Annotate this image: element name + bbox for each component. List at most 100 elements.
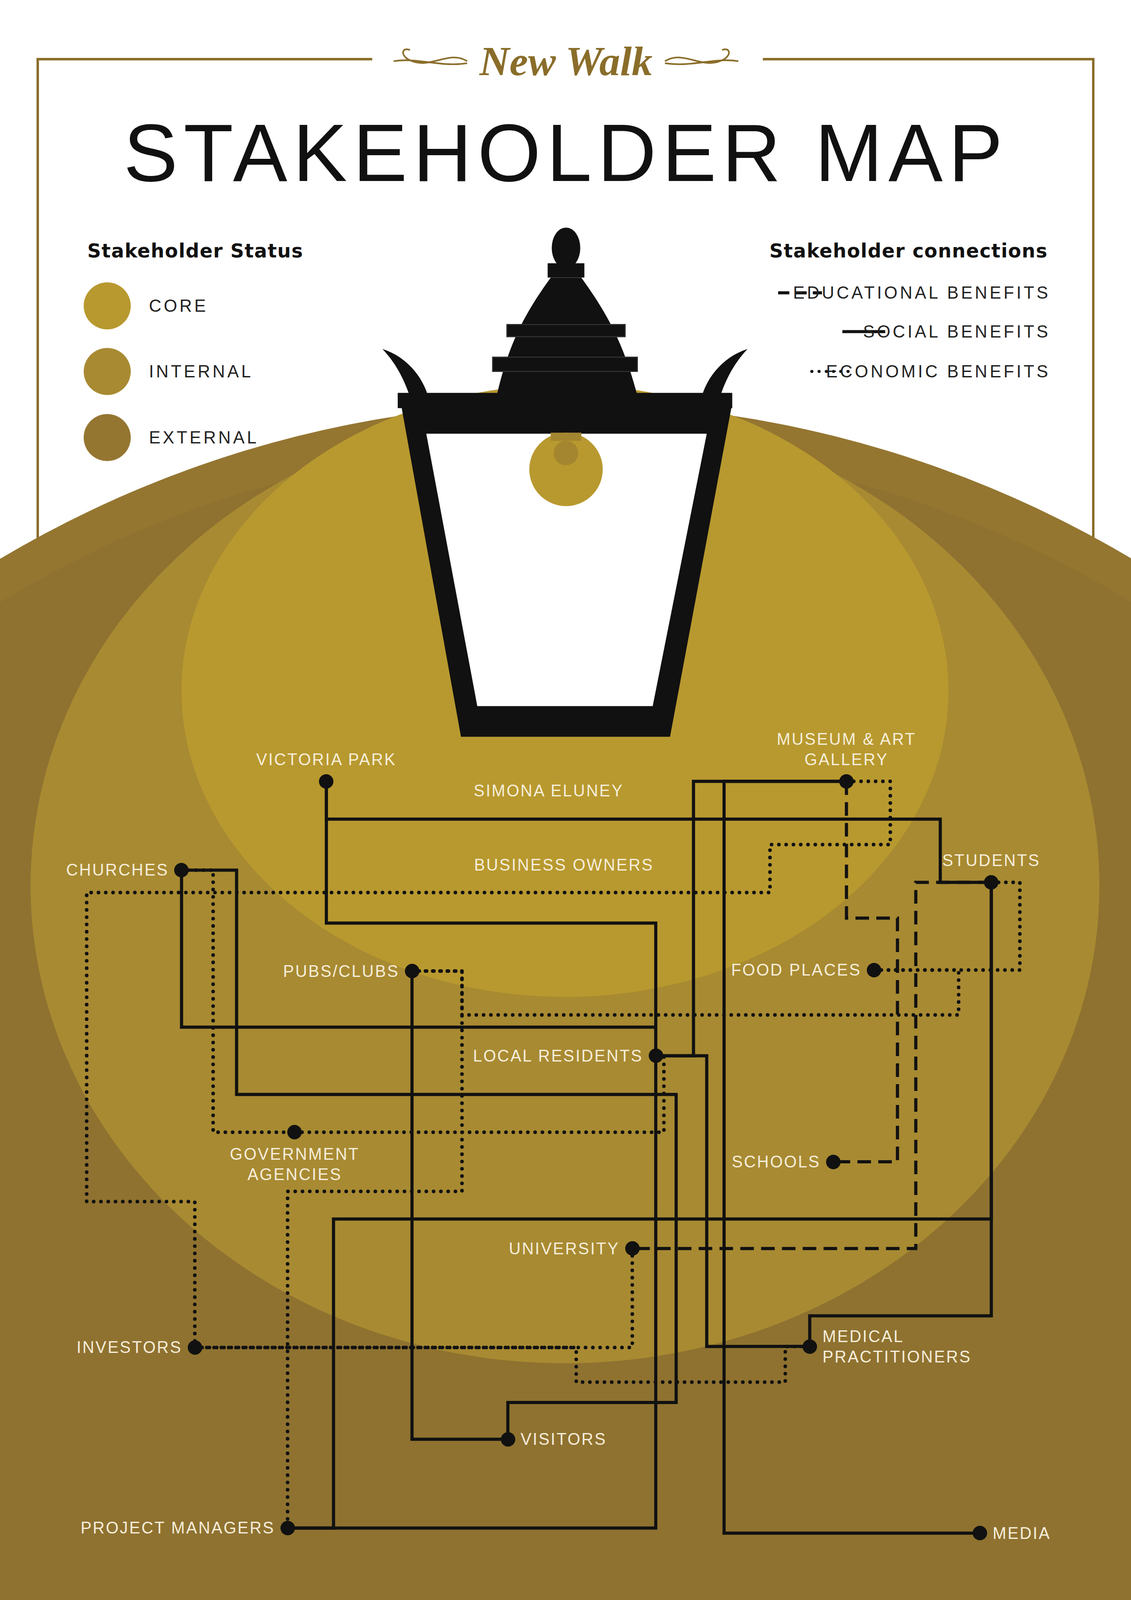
stakeholder-node: STUDENTS	[942, 850, 1041, 890]
stakeholder-name: GOVERNMENT AGENCIES	[194, 1143, 395, 1185]
connector	[194, 1248, 633, 1348]
flourish-right	[665, 49, 739, 65]
node-text-group: MEDICAL PRACTITIONERS	[822, 1325, 1022, 1367]
economic-link	[294, 1055, 665, 1132]
connector	[724, 781, 981, 1533]
connection-dot	[866, 962, 882, 978]
legend-text: EXTERNAL	[148, 428, 259, 447]
node-text-group: STUDENTS	[942, 850, 1041, 871]
stakeholder-name: SIMONA ELUNEY	[473, 780, 624, 801]
lamp-finial	[551, 227, 581, 269]
social-link	[181, 869, 676, 1440]
connection-dot	[802, 1339, 818, 1354]
node-text-group: FOOD PLACES	[731, 959, 862, 980]
connection-dot	[404, 963, 420, 979]
node-text-group: VISITORS	[520, 1428, 607, 1450]
node-text-group: PUBS/CLUBS	[283, 960, 400, 982]
legend-text: CORE	[148, 297, 209, 315]
connection-dot	[826, 1154, 841, 1170]
lamp-bulb-socket	[550, 432, 582, 441]
stakeholder-node: PROJECT MANAGERS	[80, 1517, 295, 1538]
node-text-group: CHURCHES	[66, 859, 169, 880]
stakeholder-name: VICTORIA PARK	[256, 749, 397, 770]
stakeholder-name: LOCAL RESIDENTS	[473, 1045, 644, 1066]
stakeholder-node: VISITORS	[500, 1428, 607, 1450]
legend-heading: Stakeholder Status	[84, 241, 306, 261]
node-text-group: SCHOOLS	[731, 1151, 821, 1172]
connection-dot	[318, 774, 334, 789]
economic-link	[874, 882, 1020, 970]
script-heading: New Walk	[476, 40, 656, 82]
social-link	[287, 1055, 656, 1528]
legend-heading: Stakeholder connections	[766, 241, 1051, 261]
stakeholder-name: FOOD PLACES	[731, 959, 862, 980]
stakeholder-node: MEDICAL PRACTITIONERS	[802, 1325, 1022, 1367]
stakeholder-name: INVESTORS	[76, 1336, 182, 1358]
stakeholder-node: MUSEUM & ART GALLERY	[746, 728, 946, 789]
node-text-group: UNIVERSITY	[508, 1238, 620, 1259]
connector	[874, 882, 1020, 970]
connection-dot	[287, 1124, 302, 1140]
stakeholder-node: FOOD PLACES	[731, 959, 882, 980]
stakeholder-node: PUBS/CLUBS	[283, 960, 420, 982]
node-text-group: LOCAL RESIDENTS	[473, 1045, 644, 1066]
stakeholder-node: VICTORIA PARK	[256, 749, 397, 789]
social-link	[655, 1055, 810, 1347]
connector	[181, 869, 676, 1440]
legend-swatch	[83, 347, 131, 395]
flourish-left	[393, 49, 467, 65]
connector	[86, 781, 891, 1348]
economic-link	[86, 781, 891, 1348]
stakeholder-node: GOVERNMENT AGENCIES	[194, 1124, 395, 1185]
node-text-group: MEDIA	[992, 1522, 1051, 1544]
connector	[287, 1055, 656, 1528]
stakeholder-name: UNIVERSITY	[508, 1238, 620, 1259]
stakeholder-node: SCHOOLS	[731, 1151, 841, 1172]
economic-link	[287, 970, 463, 1528]
connector	[181, 869, 656, 1056]
node-text-group: GOVERNMENT AGENCIES	[194, 1143, 395, 1185]
educational-link	[632, 882, 992, 1249]
connector	[655, 1055, 810, 1347]
economic-link	[194, 1346, 810, 1383]
stakeholder-name: CHURCHES	[66, 859, 169, 880]
node-text-group: VICTORIA PARK	[256, 749, 397, 770]
node-text-group: PROJECT MANAGERS	[80, 1517, 275, 1538]
street-lamp	[382, 227, 748, 737]
legend-text: EDUCATIONAL BENEFITS	[793, 284, 1051, 302]
stakeholder-name: PUBS/CLUBS	[283, 960, 400, 982]
legend-text: ECONOMIC BENEFITS	[826, 362, 1051, 381]
lamp-bulb-core	[553, 440, 579, 466]
stakeholder-name: PROJECT MANAGERS	[80, 1517, 275, 1538]
legend-text: INTERNAL	[148, 362, 253, 381]
social-link	[412, 970, 509, 1440]
legend-swatch	[83, 282, 131, 330]
stakeholder-node: BUSINESS OWNERS	[474, 854, 654, 875]
stakeholder-name: MUSEUM & ART GALLERY	[746, 728, 946, 770]
connection-dot	[839, 774, 854, 789]
node-text-group: INVESTORS	[76, 1336, 182, 1358]
connector	[632, 882, 992, 1249]
stakeholder-name: MEDIA	[992, 1522, 1051, 1544]
stakeholder-name: SCHOOLS	[731, 1151, 821, 1172]
social-link	[724, 781, 981, 1533]
social-link	[809, 882, 992, 1347]
lamp-body	[400, 403, 733, 737]
lamp-cap	[496, 277, 638, 396]
stakeholder-name: STUDENTS	[942, 850, 1041, 871]
connector	[194, 1346, 810, 1383]
connector	[294, 1055, 665, 1132]
lamp-bulb	[529, 432, 603, 506]
legend-swatch	[83, 413, 131, 461]
stakeholder-node: MEDIA	[972, 1522, 1051, 1544]
connection-dot	[174, 862, 189, 878]
stakeholder-node: INVESTORS	[76, 1336, 202, 1358]
node-text-group: MUSEUM & ART GALLERY	[746, 728, 946, 770]
economic-link	[181, 869, 295, 1132]
lamp-band	[492, 356, 638, 372]
social-link	[181, 869, 656, 1056]
lamp-band	[506, 324, 625, 337]
stakeholder-node: CHURCHES	[66, 859, 189, 880]
lamp-neck	[547, 263, 585, 278]
